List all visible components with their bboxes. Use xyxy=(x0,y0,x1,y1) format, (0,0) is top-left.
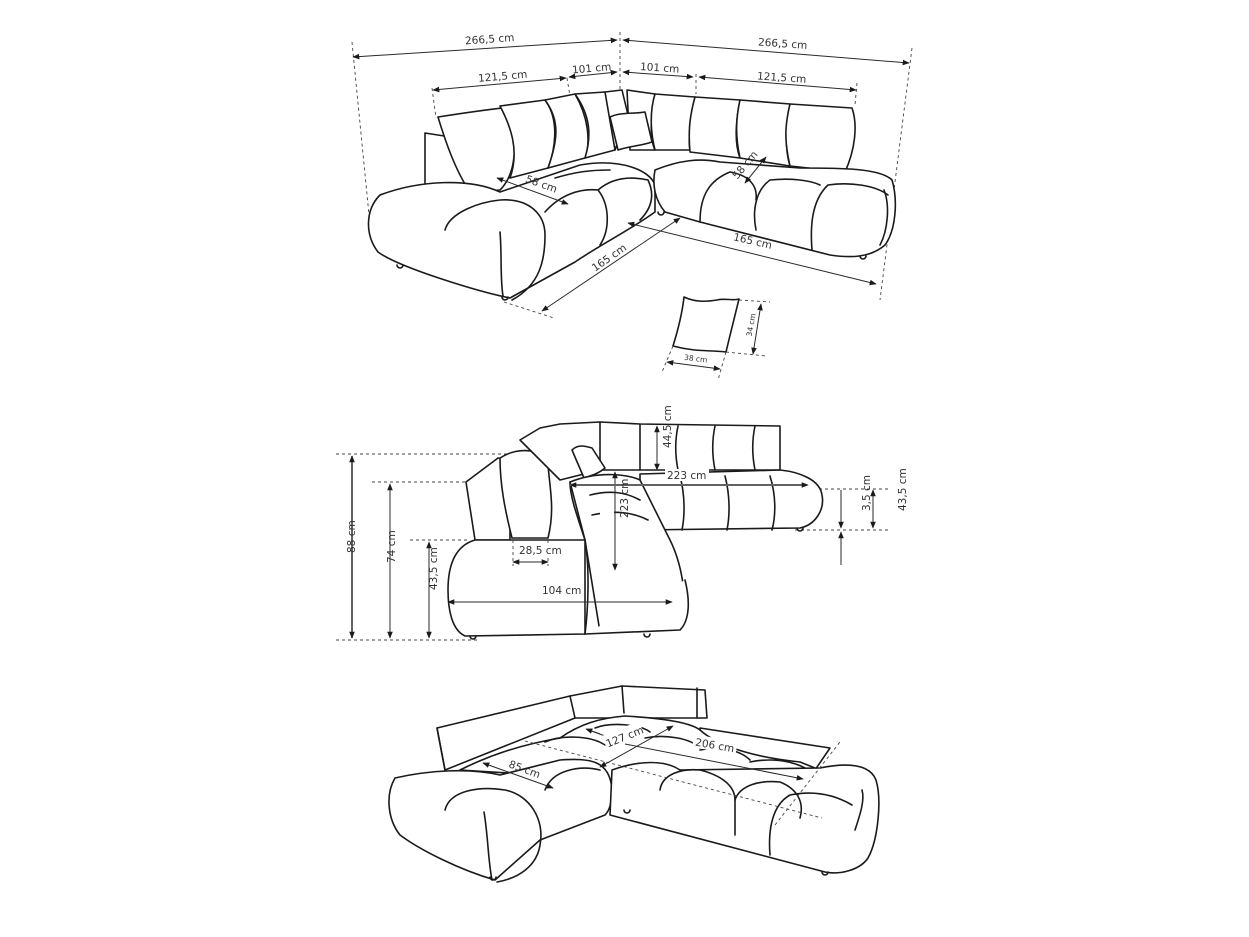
dim-backrest-height: 74 cm xyxy=(386,530,398,563)
dim-left-corner: 101 cm xyxy=(572,61,612,76)
dim-pillow-width: 38 cm xyxy=(684,353,708,365)
dim-inner-length-horizontal: 223 cm xyxy=(667,470,706,482)
dim-right-corner: 101 cm xyxy=(640,61,680,76)
dim-right-section: 121,5 cm xyxy=(757,70,807,85)
pillow-view: 34 cm 38 cm xyxy=(661,296,771,381)
side-view-labels: 88 cm 74 cm 43,5 cm 28,5 cm 104 cm 223 c… xyxy=(346,405,909,597)
side-view xyxy=(336,421,888,641)
dim-total-left: 266,5 cm xyxy=(465,32,515,47)
dim-seat-height-left: 43,5 cm xyxy=(428,547,440,590)
dim-seat-width: 104 cm xyxy=(542,585,581,597)
dim-backrest-cushion: 44,5 cm xyxy=(662,405,674,448)
dim-inner-length-vertical: 223 cm xyxy=(619,479,631,518)
dim-total-right: 266,5 cm xyxy=(758,36,808,51)
dim-seat-height-right: 43,5 cm xyxy=(897,468,909,511)
dim-left-section: 121,5 cm xyxy=(478,69,528,85)
top-view xyxy=(351,32,913,319)
dim-armrest-depth: 28,5 cm xyxy=(519,545,562,557)
bed-view xyxy=(388,685,880,883)
dim-pillow-height: 34 cm xyxy=(745,313,758,338)
dim-total-height: 88 cm xyxy=(346,520,358,553)
dim-leg-height: 3,5 cm xyxy=(861,475,873,511)
